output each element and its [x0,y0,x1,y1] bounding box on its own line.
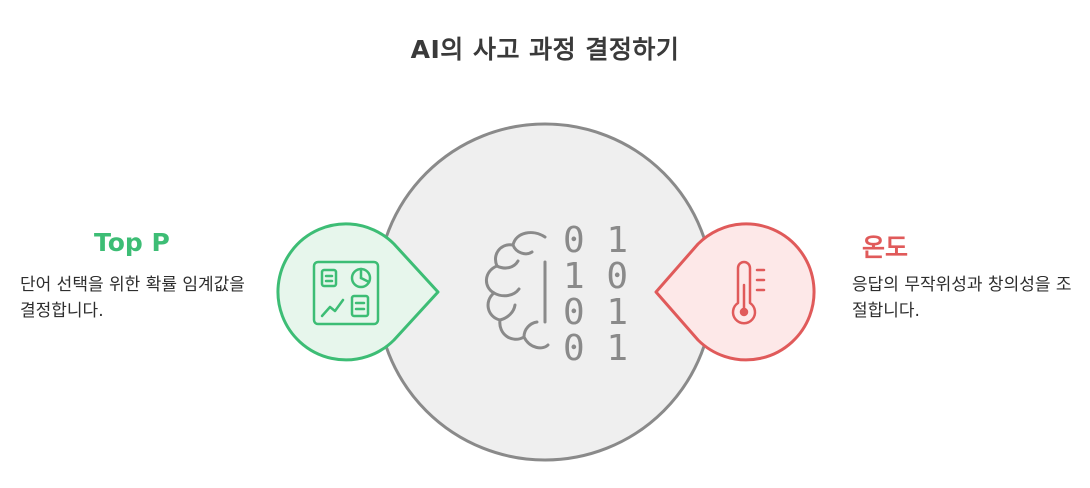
binary-row-3: 0 1 [563,292,628,333]
left-teardrop [276,222,440,362]
brain-binary-icon: 0 1 1 0 0 1 0 1 [485,220,628,369]
top-p-description: 단어 선택을 위한 확률 임계값을 결정합니다. [20,275,245,321]
binary-row-2: 1 0 [563,256,628,297]
top-p-label: Top P [94,228,170,257]
thermometer-icon [731,260,766,325]
temperature-label: 온도 [862,233,909,262]
dashboard-chart-icon [312,260,380,326]
brain-icon [485,231,550,350]
binary-row-4: 0 1 [563,328,628,369]
diagram-title: AI의 사고 과정 결정하기 [410,35,680,64]
right-node [654,222,816,362]
temperature-description: 응답의 무작위성과 창의성을 조절합니다. [852,275,1072,321]
right-teardrop [654,222,816,362]
binary-row-1: 0 1 [563,220,628,261]
left-node [276,222,440,362]
